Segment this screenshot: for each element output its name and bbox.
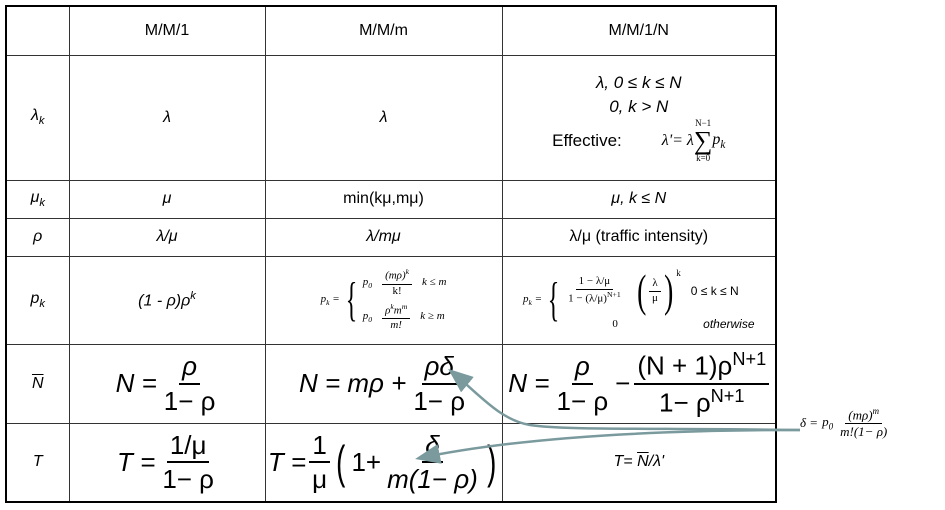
row-label-lambda-k: λk [5, 54, 70, 181]
header-mm1: M/M/1 [68, 5, 266, 56]
left-paren-icon: ( [636, 265, 646, 316]
effective-lhs: λ'= λ [661, 131, 694, 149]
queue-formula-table: M/M/1 M/M/m M/M/1/N λk λ λ λ, 0 ≤ k ≤ N … [5, 5, 777, 503]
pk-mmm-cond-1: k ≤ m [422, 276, 447, 289]
header-row: M/M/1 M/M/m M/M/1/N [5, 5, 777, 56]
effective-formula: λ'= λ N−1 ∑ k=0 pk [661, 117, 726, 163]
left-paren-icon: ( [336, 436, 346, 489]
pk-mm1n-cond-2: otherwise [703, 317, 755, 331]
header-mmm: M/M/m [264, 5, 503, 56]
t-mm1n: T= N/λ' [501, 422, 777, 503]
mu-mmm: min(kμ,mμ) [264, 179, 503, 219]
pk-mm1: (1 - ρ)ρk [68, 255, 266, 345]
lambda-mm1n-line2: 0, k > N [609, 96, 669, 116]
row-label-n-bar: N [5, 343, 70, 424]
effective-label: Effective: [552, 131, 622, 151]
row-mu-k: μk μ min(kμ,mμ) μ, k ≤ N [5, 179, 777, 219]
mu-mm1n: μ, k ≤ N [501, 179, 777, 219]
lambda-mm1: λ [68, 54, 266, 181]
sum-term: pk [712, 130, 726, 151]
lambda-mmm: λ [264, 54, 503, 181]
rho-mm1n: λ/μ (traffic intensity) [501, 217, 777, 257]
lambda-mm1n-effective: Effective: λ'= λ N−1 ∑ k=0 pk [503, 117, 776, 163]
sum-lower: k=0 [696, 152, 711, 163]
pk-mm1n-cond-1: 0 ≤ k ≤ N [690, 283, 739, 298]
row-label-t: T [5, 422, 70, 503]
corner-cell [5, 5, 70, 56]
left-brace-icon: { [345, 273, 357, 326]
mu-mm1: μ [68, 179, 266, 219]
pk-mm1n-case-2: 0 otherwise [612, 317, 755, 331]
lambda-mm1n-line1: λ, 0 ≤ k ≤ N [595, 73, 682, 93]
left-brace-icon: { [547, 273, 560, 326]
pk-mmm-lhs: pk = [320, 292, 340, 307]
row-label-rho: ρ [5, 217, 70, 257]
sigma-icon: ∑ [693, 125, 713, 155]
header-mm1n: M/M/1/N [501, 5, 777, 56]
lambda-mm1n: λ, 0 ≤ k ≤ N 0, k > N Effective: λ'= λ N… [501, 54, 777, 181]
rho-mmm: λ/mμ [264, 217, 503, 257]
row-label-p-k: pk [5, 255, 70, 345]
pk-mmm-cond-2: k ≥ m [420, 310, 445, 323]
row-lambda-k: λk λ λ λ, 0 ≤ k ≤ N 0, k > N Effective: … [5, 54, 777, 181]
sum-operator: N−1 ∑ k=0 [693, 117, 713, 163]
right-paren-icon: ) [664, 265, 674, 316]
right-paren-icon: ) [486, 436, 497, 489]
row-label-mu-k: μk [5, 179, 70, 219]
row-rho: ρ λ/μ λ/mμ λ/μ (traffic intensity) [5, 217, 777, 257]
rho-mm1: λ/μ [68, 217, 266, 257]
sum-upper: N−1 [695, 117, 712, 128]
